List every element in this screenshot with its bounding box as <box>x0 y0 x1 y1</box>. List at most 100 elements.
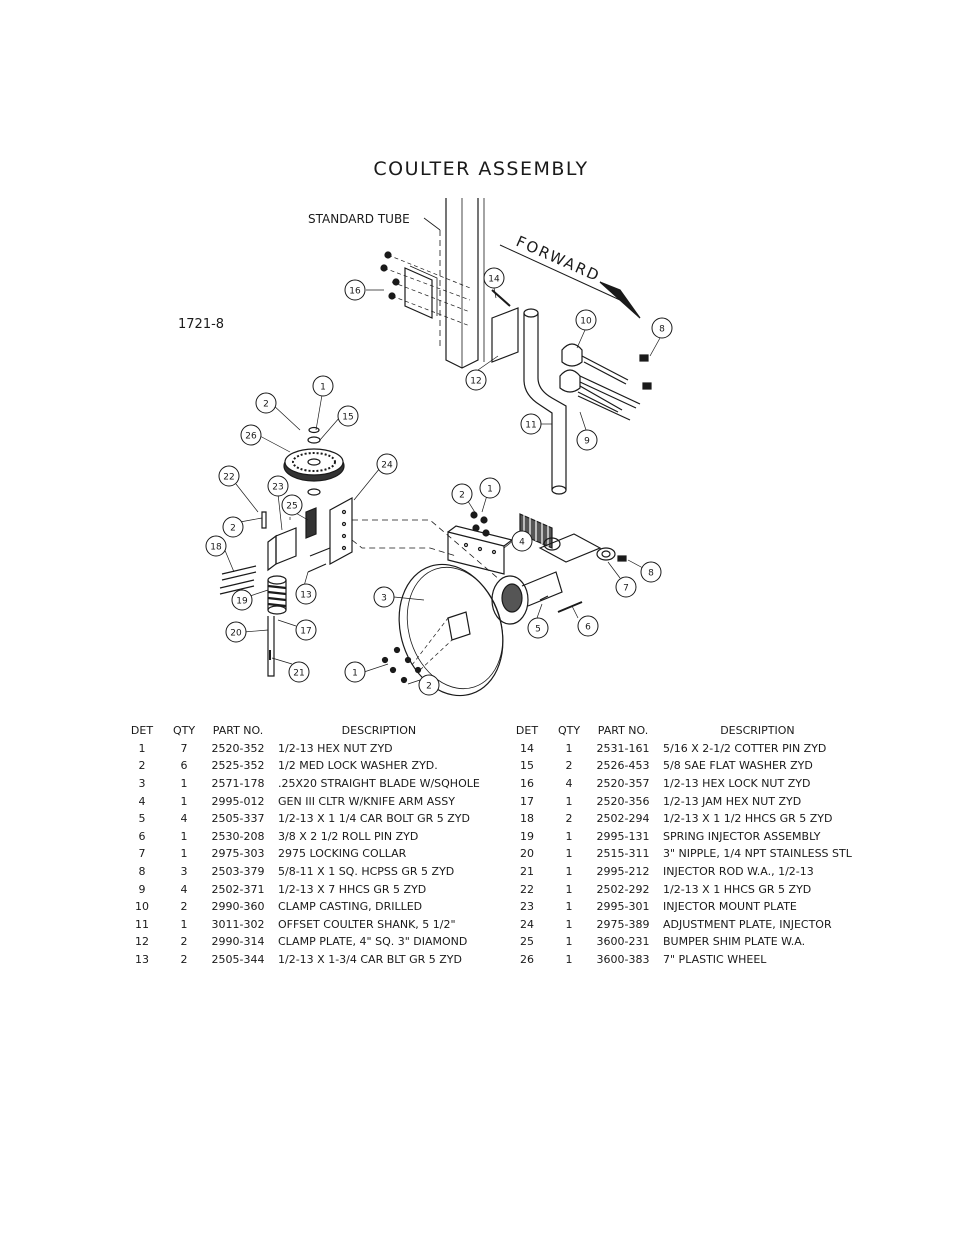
cell-det: 1 <box>138 741 146 755</box>
injector-rod <box>267 616 275 677</box>
callout-7: 7 <box>615 576 637 598</box>
svg-text:2: 2 <box>426 682 432 692</box>
callout-2-mount: 2 <box>222 516 244 538</box>
callout-22: 22 <box>218 465 240 487</box>
coulter-spring <box>519 512 602 563</box>
callout-6: 6 <box>577 615 599 637</box>
blade-nuts <box>381 646 422 684</box>
callout-bubbles: 16 14 10 8 12 11 9 1 2 15 26 24 22 23 25… <box>205 267 673 696</box>
cell-description: CLAMP PLATE, 4" SQ. 3" DIAMOND <box>278 935 468 949</box>
cell-part-no: 2975-389 <box>596 917 650 931</box>
cell-description: 1/2-13 HEX LOCK NUT ZYD <box>663 777 811 791</box>
callout-10: 10 <box>575 309 597 331</box>
cell-description: .25X20 STRAIGHT BLADE W/SQHOLE <box>278 777 480 791</box>
clamp-castings <box>559 343 583 393</box>
cell-qty: 2 <box>180 935 188 949</box>
cell-part-no: 2520-356 <box>596 794 650 808</box>
callout-4: 4 <box>511 530 533 552</box>
callout-26: 26 <box>240 424 262 446</box>
col-part-header: PART NO. <box>597 724 649 738</box>
cell-part-no: 2995-012 <box>211 794 265 808</box>
callout-2-wheel: 2 <box>255 392 277 414</box>
cell-det: 22 <box>520 882 534 896</box>
cell-det: 20 <box>520 847 534 861</box>
svg-text:5: 5 <box>535 625 541 635</box>
svg-text:20: 20 <box>230 629 242 639</box>
callout-2-blade: 2 <box>418 674 440 696</box>
cell-part-no: 3011-302 <box>211 917 265 931</box>
cell-description: CLAMP CASTING, DRILLED <box>278 900 423 914</box>
cell-det: 18 <box>520 812 534 826</box>
svg-text:1: 1 <box>320 383 326 393</box>
forward-arrow <box>499 244 641 319</box>
cell-qty: 6 <box>180 759 188 773</box>
cell-qty: 2 <box>565 812 573 826</box>
cell-part-no: 2526-453 <box>596 759 650 773</box>
cell-description: 3/8 X 2 1/2 ROLL PIN ZYD <box>278 829 419 843</box>
clamp-plate-left <box>404 265 438 319</box>
callout-25: 25 <box>281 494 303 516</box>
svg-text:17: 17 <box>300 627 311 637</box>
cell-det: 23 <box>520 900 534 914</box>
cell-description: 5/8 SAE FLAT WASHER ZYD <box>663 759 813 773</box>
forward-label: FORWARD <box>513 232 603 285</box>
cell-part-no: 2995-212 <box>596 865 650 879</box>
cell-qty: 1 <box>180 917 188 931</box>
cell-qty: 7 <box>180 741 188 755</box>
callout-8-top: 8 <box>651 317 673 339</box>
plastic-wheel <box>283 448 345 482</box>
cell-qty: 4 <box>565 777 573 791</box>
carriage-bolts-5 <box>539 595 549 601</box>
cell-description: 5/16 X 2-1/2 COTTER PIN ZYD <box>663 741 827 755</box>
svg-text:26: 26 <box>245 432 257 442</box>
callout-16: 16 <box>344 279 366 301</box>
cell-part-no: 2520-357 <box>596 777 650 791</box>
cell-qty: 1 <box>565 900 573 914</box>
table-header-row: DET QTY PART NO. DESCRIPTION <box>120 722 480 740</box>
svg-text:14: 14 <box>488 275 500 285</box>
callout-11: 11 <box>520 413 542 435</box>
cell-qty: 4 <box>180 882 188 896</box>
callout-3: 3 <box>373 586 395 608</box>
cell-qty: 1 <box>565 741 573 755</box>
cell-part-no: 3600-383 <box>596 953 650 967</box>
cell-qty: 1 <box>565 882 573 896</box>
cell-part-no: 2505-337 <box>211 812 265 826</box>
callout-15: 15 <box>337 405 359 427</box>
cell-det: 14 <box>520 741 534 755</box>
standard-tube-label: STANDARD TUBE <box>308 212 410 226</box>
cell-part-no: 2530-208 <box>211 829 265 843</box>
screw-8-collar <box>617 555 627 562</box>
coulter-hub <box>491 571 563 625</box>
cell-description: SPRING INJECTOR ASSEMBLY <box>663 829 821 843</box>
callout-5: 5 <box>527 617 549 639</box>
cell-qty: 1 <box>565 847 573 861</box>
svg-text:11: 11 <box>525 421 536 431</box>
svg-text:12: 12 <box>470 377 481 387</box>
cell-det: 2 <box>138 759 146 773</box>
cell-part-no: 2995-131 <box>596 829 650 843</box>
col-qty-header: QTY <box>172 724 196 738</box>
cell-part-no: 2995-301 <box>596 900 650 914</box>
cell-description: 1/2-13 X 1 1/2 HHCS GR 5 ZYD <box>663 812 833 826</box>
cell-part-no: 2525-352 <box>211 759 265 773</box>
roll-pin <box>557 601 583 613</box>
cell-det: 4 <box>138 794 146 808</box>
cell-part-no: 2520-352 <box>211 741 265 755</box>
